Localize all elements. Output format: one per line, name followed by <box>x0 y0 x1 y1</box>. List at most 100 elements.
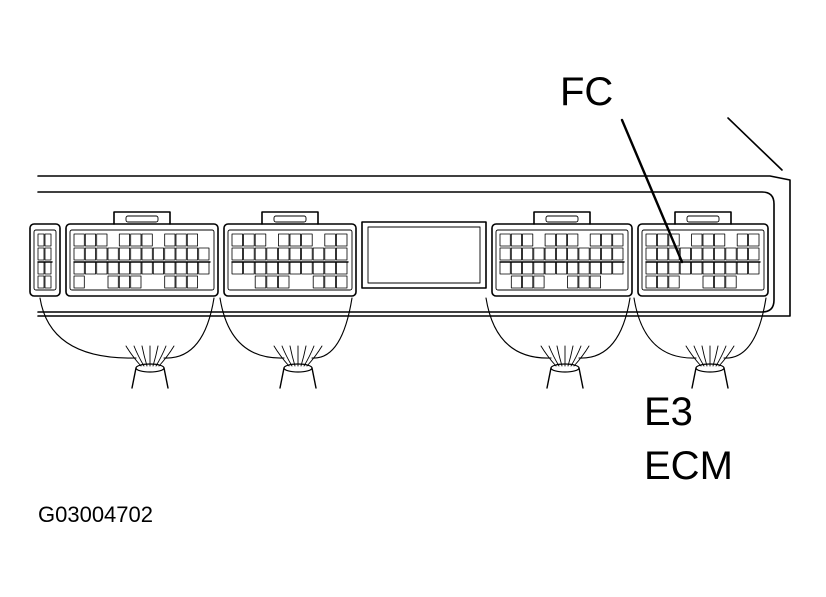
connector-3 <box>491 211 633 297</box>
pin-cell <box>589 261 601 275</box>
pin-cell <box>544 247 556 261</box>
pin-cell <box>198 261 210 275</box>
pin-cell <box>37 233 45 247</box>
pin-cell <box>312 247 325 261</box>
pin-cell <box>601 233 613 247</box>
ecm-label: ECM <box>644 444 733 488</box>
pin-cell <box>544 261 556 275</box>
pin-cell <box>736 233 749 247</box>
pin-cell <box>164 261 176 275</box>
pin-cell <box>130 233 142 247</box>
pin-cell <box>175 275 187 289</box>
pin-cell <box>748 233 760 247</box>
pin-cell <box>312 261 325 275</box>
pin-cell <box>231 233 244 247</box>
pin-cell <box>533 261 545 275</box>
pin-cell <box>612 261 624 275</box>
pin-cell <box>175 233 187 247</box>
pin-cell <box>73 275 85 289</box>
pin-cell <box>533 247 545 261</box>
pin-cell <box>736 261 749 275</box>
pin-cell <box>254 247 267 261</box>
pin-cell <box>522 261 534 275</box>
pin-cell <box>702 261 714 275</box>
pin-cell <box>289 261 302 275</box>
pin-cell <box>254 233 267 247</box>
pin-cell <box>37 261 45 275</box>
pin-cell <box>73 247 85 261</box>
pin-cell <box>499 247 511 261</box>
pin-cell <box>186 247 199 261</box>
pin-cell <box>510 233 522 247</box>
pin-cell <box>335 275 348 289</box>
pin-cell <box>152 247 165 261</box>
pin-cell <box>510 261 522 275</box>
pin-cell <box>107 275 119 289</box>
pin-cell <box>231 261 244 275</box>
pin-cell <box>578 247 590 261</box>
pin-cell <box>691 233 703 247</box>
pin-cell <box>556 247 568 261</box>
pin-cell <box>589 275 601 289</box>
pin-cell <box>277 247 290 261</box>
pin-cell <box>748 261 760 275</box>
pin-cell <box>589 233 601 247</box>
pin-cell <box>748 247 760 261</box>
pin-cell <box>73 261 85 275</box>
ecm-housing <box>37 175 791 317</box>
pin-cell <box>657 275 669 289</box>
pin-cell <box>84 247 97 261</box>
pin-cell <box>522 247 534 261</box>
wire-harness <box>633 297 767 389</box>
pin-cell <box>44 247 52 261</box>
pin-cell <box>335 233 348 247</box>
pin-cell <box>44 261 52 275</box>
pin-cell <box>277 275 290 289</box>
pin-cell <box>567 275 579 289</box>
connector-e3 <box>637 211 769 297</box>
pin-cell <box>556 261 568 275</box>
pin-cell <box>164 233 176 247</box>
pin-cell <box>668 261 680 275</box>
pin-cell <box>691 247 703 261</box>
pin-cell <box>164 275 176 289</box>
pin-cell <box>96 247 108 261</box>
pin-cell <box>277 233 290 247</box>
pin-cell <box>266 247 278 261</box>
pin-cell <box>601 247 613 261</box>
pin-cell <box>702 233 714 247</box>
pin-cell <box>657 261 669 275</box>
pin-cell <box>725 261 737 275</box>
pin-cell <box>324 275 336 289</box>
connector-1 <box>65 211 219 297</box>
pin-cell <box>243 247 255 261</box>
pin-cell <box>645 261 657 275</box>
pin-cell <box>186 261 199 275</box>
pin-cell <box>645 233 657 247</box>
pin-cell <box>578 261 590 275</box>
pin-cell <box>107 261 119 275</box>
pin-cell <box>175 261 187 275</box>
pin-cell <box>107 247 119 261</box>
pin-cell <box>186 275 199 289</box>
pin-cell <box>301 261 313 275</box>
pin-cell <box>679 247 692 261</box>
pin-cell <box>84 233 97 247</box>
pin-cell <box>152 261 165 275</box>
pin-cell <box>612 233 624 247</box>
pin-cell <box>725 275 737 289</box>
pin-cell <box>578 275 590 289</box>
center-window <box>361 221 487 289</box>
pin-cell <box>84 261 97 275</box>
pin-cell <box>73 233 85 247</box>
pin-cell <box>243 233 255 247</box>
pin-cell <box>254 275 267 289</box>
pin-cell <box>141 233 153 247</box>
wire-harness <box>485 297 631 389</box>
pin-cell <box>164 247 176 261</box>
pin-cell <box>725 247 737 261</box>
pin-cell <box>266 261 278 275</box>
pin-cell <box>679 261 692 275</box>
pin-cell <box>567 247 579 261</box>
pin-cell <box>118 247 131 261</box>
